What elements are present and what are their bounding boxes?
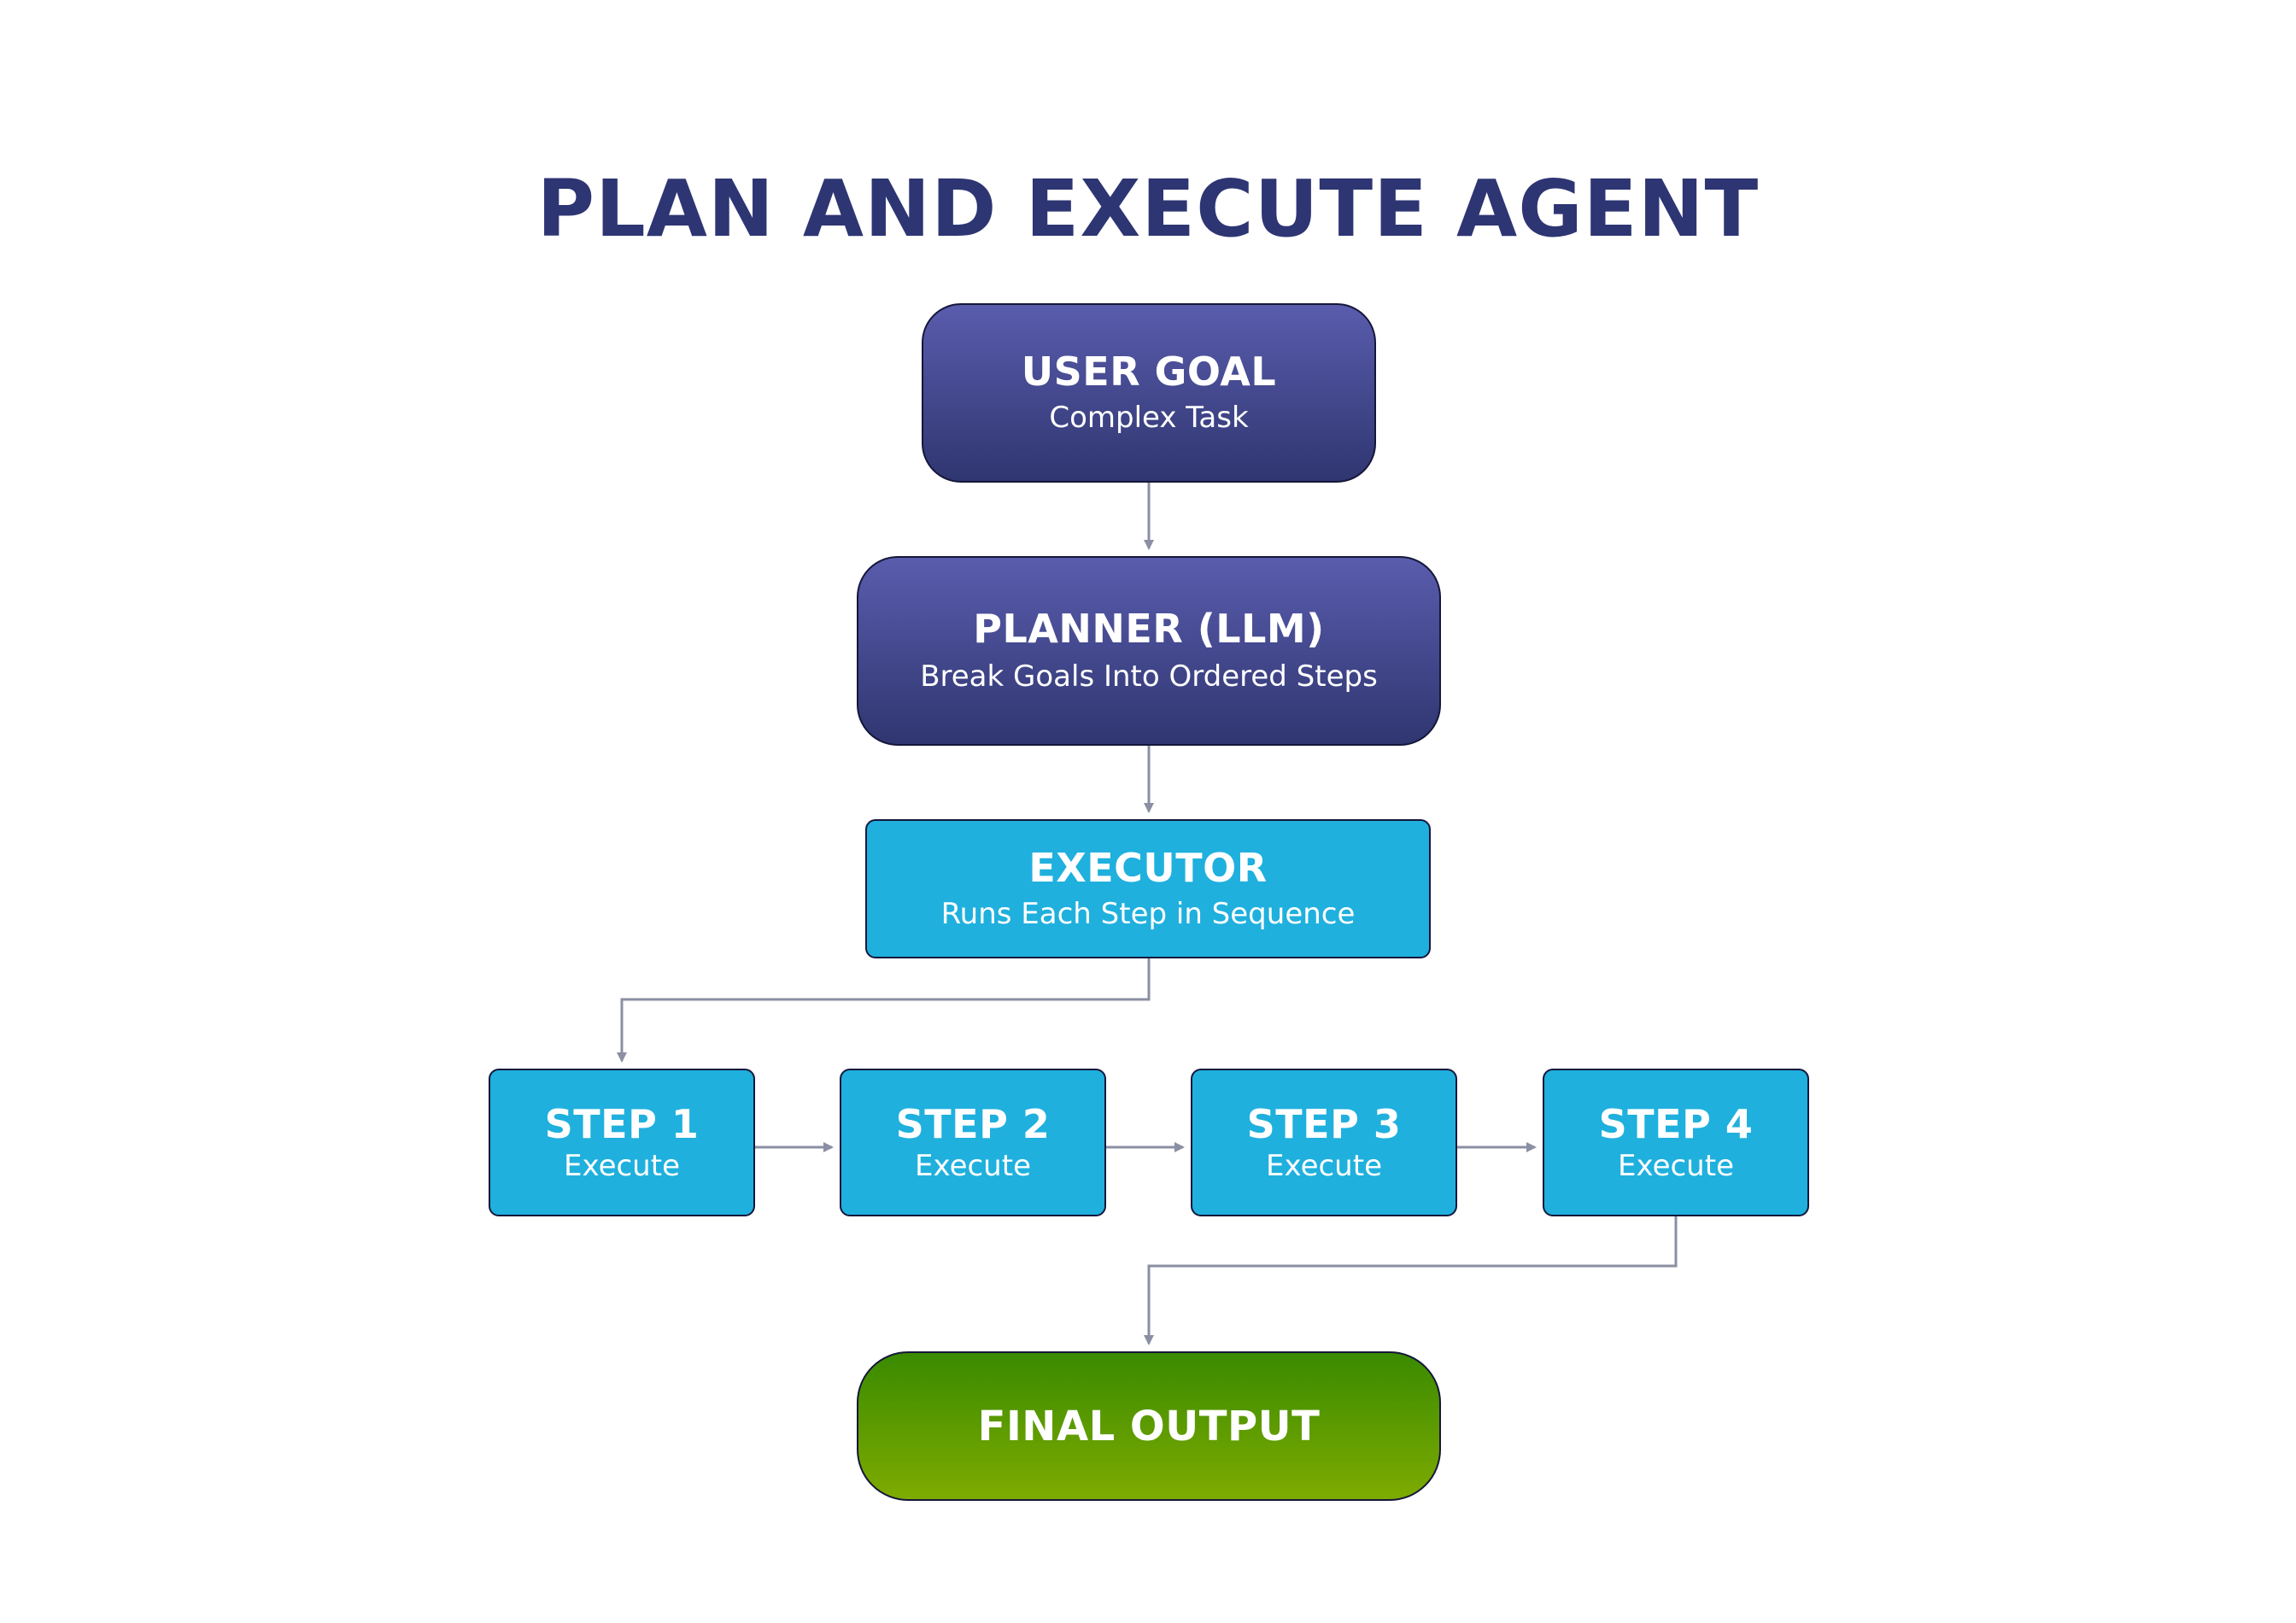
step-2-node: STEP 2 Execute xyxy=(840,1069,1106,1216)
user-goal-node: USER GOAL Complex Task xyxy=(922,303,1376,483)
step-1-title: STEP 1 xyxy=(544,1100,700,1147)
step-3-subtitle: Execute xyxy=(1266,1148,1382,1183)
step-2-title: STEP 2 xyxy=(895,1100,1051,1147)
step-2-subtitle: Execute xyxy=(915,1148,1031,1183)
final-output-title: FINAL OUTPUT xyxy=(977,1402,1321,1450)
user-goal-subtitle: Complex Task xyxy=(1049,401,1249,435)
step-1-node: STEP 1 Execute xyxy=(489,1069,755,1216)
executor-subtitle: Runs Each Step in Sequence xyxy=(940,896,1356,931)
diagram-title: PLAN AND EXECUTE AGENT xyxy=(536,163,1760,255)
planner-title: PLANNER (LLM) xyxy=(973,606,1325,652)
planner-subtitle: Break Goals Into Ordered Steps xyxy=(920,659,1378,694)
step-3-title: STEP 3 xyxy=(1246,1100,1402,1147)
step-4-title: STEP 4 xyxy=(1598,1100,1754,1147)
executor-title: EXECUTOR xyxy=(1028,844,1268,891)
edge-step-4-to-final-output xyxy=(1144,1216,1678,1345)
step-1-subtitle: Execute xyxy=(564,1148,680,1183)
step-4-node: STEP 4 Execute xyxy=(1543,1069,1809,1216)
user-goal-title: USER GOAL xyxy=(1021,349,1277,395)
step-4-subtitle: Execute xyxy=(1618,1148,1734,1183)
planner-node: PLANNER (LLM) Break Goals Into Ordered S… xyxy=(857,556,1441,746)
edge-executor-to-step-1 xyxy=(617,958,1151,1063)
executor-node: EXECUTOR Runs Each Step in Sequence xyxy=(865,819,1431,958)
final-output-node: FINAL OUTPUT xyxy=(857,1351,1441,1501)
step-3-node: STEP 3 Execute xyxy=(1191,1069,1457,1216)
